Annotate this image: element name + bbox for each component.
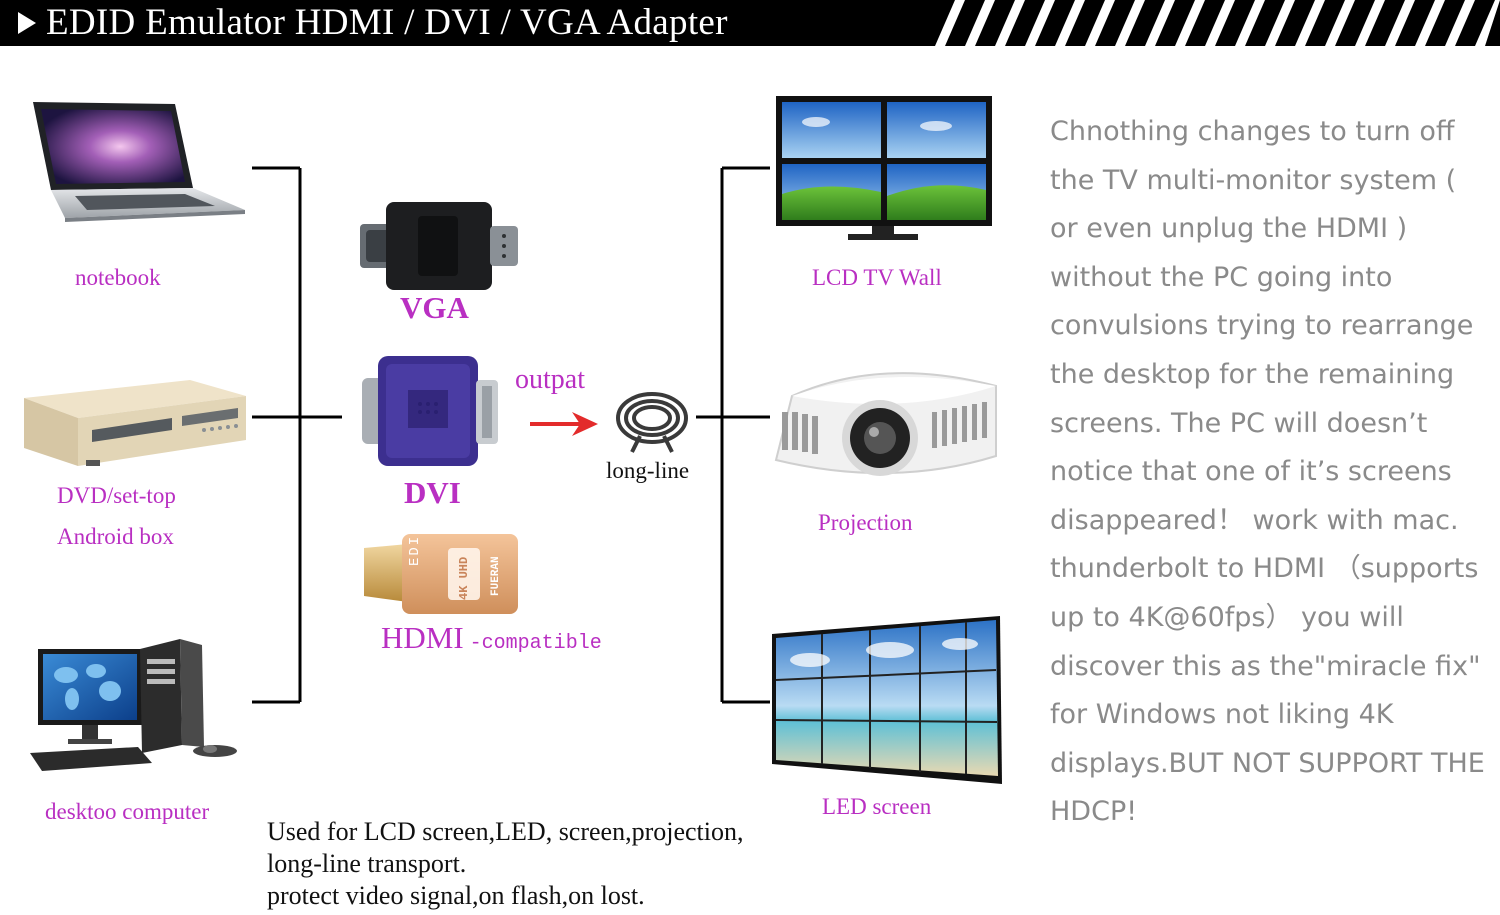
projector-image (774, 372, 997, 476)
hdmi-label-suffix: -compatible (469, 632, 602, 655)
bottom-note: Used for LCD screen,LED, screen,projecti… (267, 817, 744, 910)
hdmi-label: HDMI-compatible (381, 620, 602, 656)
arrow-right-icon (530, 412, 598, 436)
vga-label: VGA (400, 290, 469, 325)
hdmi-brand-text: FUERAN (490, 556, 502, 596)
led-screen-label: LED screen (822, 794, 932, 819)
hdmi-label-main: HDMI (381, 620, 464, 655)
hdmi-adapter-image (364, 534, 518, 614)
led-screen-image (772, 616, 1002, 784)
hdmi-edid-text: EDID (407, 524, 423, 566)
title-bar (0, 0, 1500, 46)
lcd-tv-wall-image (776, 96, 992, 240)
cable-label: long-line (606, 458, 690, 483)
output-label: outpat (515, 364, 585, 395)
play-icon (18, 12, 36, 34)
lcd-tv-wall-label: LCD TV Wall (812, 265, 942, 290)
dvi-adapter-image (362, 356, 498, 466)
desktop-label: desktoo computer (45, 799, 210, 824)
hdmi-uhd-text: 4K UHD (457, 556, 471, 600)
desktop-computer-image (30, 639, 237, 771)
notebook-label: notebook (75, 265, 161, 290)
notebook-image (33, 102, 245, 222)
source-bracket (252, 166, 342, 704)
vga-adapter-image (360, 202, 518, 290)
page-title: EDID Emulator HDMI / DVI / VGA Adapter (46, 2, 728, 43)
dvi-label: DVI (404, 475, 461, 510)
cable-image (616, 392, 688, 453)
description-paragraph: Chnothing changes to turn off the TV mul… (1050, 116, 1485, 828)
output-bracket (696, 166, 770, 704)
description-text: Chnothing changes to turn off the TV mul… (1050, 108, 1490, 837)
projection-label: Projection (818, 510, 913, 535)
dvd-label-line1: DVD/set-top (57, 483, 176, 508)
dvd-player-image (24, 380, 246, 466)
dvd-label-line2: Android box (57, 524, 174, 549)
